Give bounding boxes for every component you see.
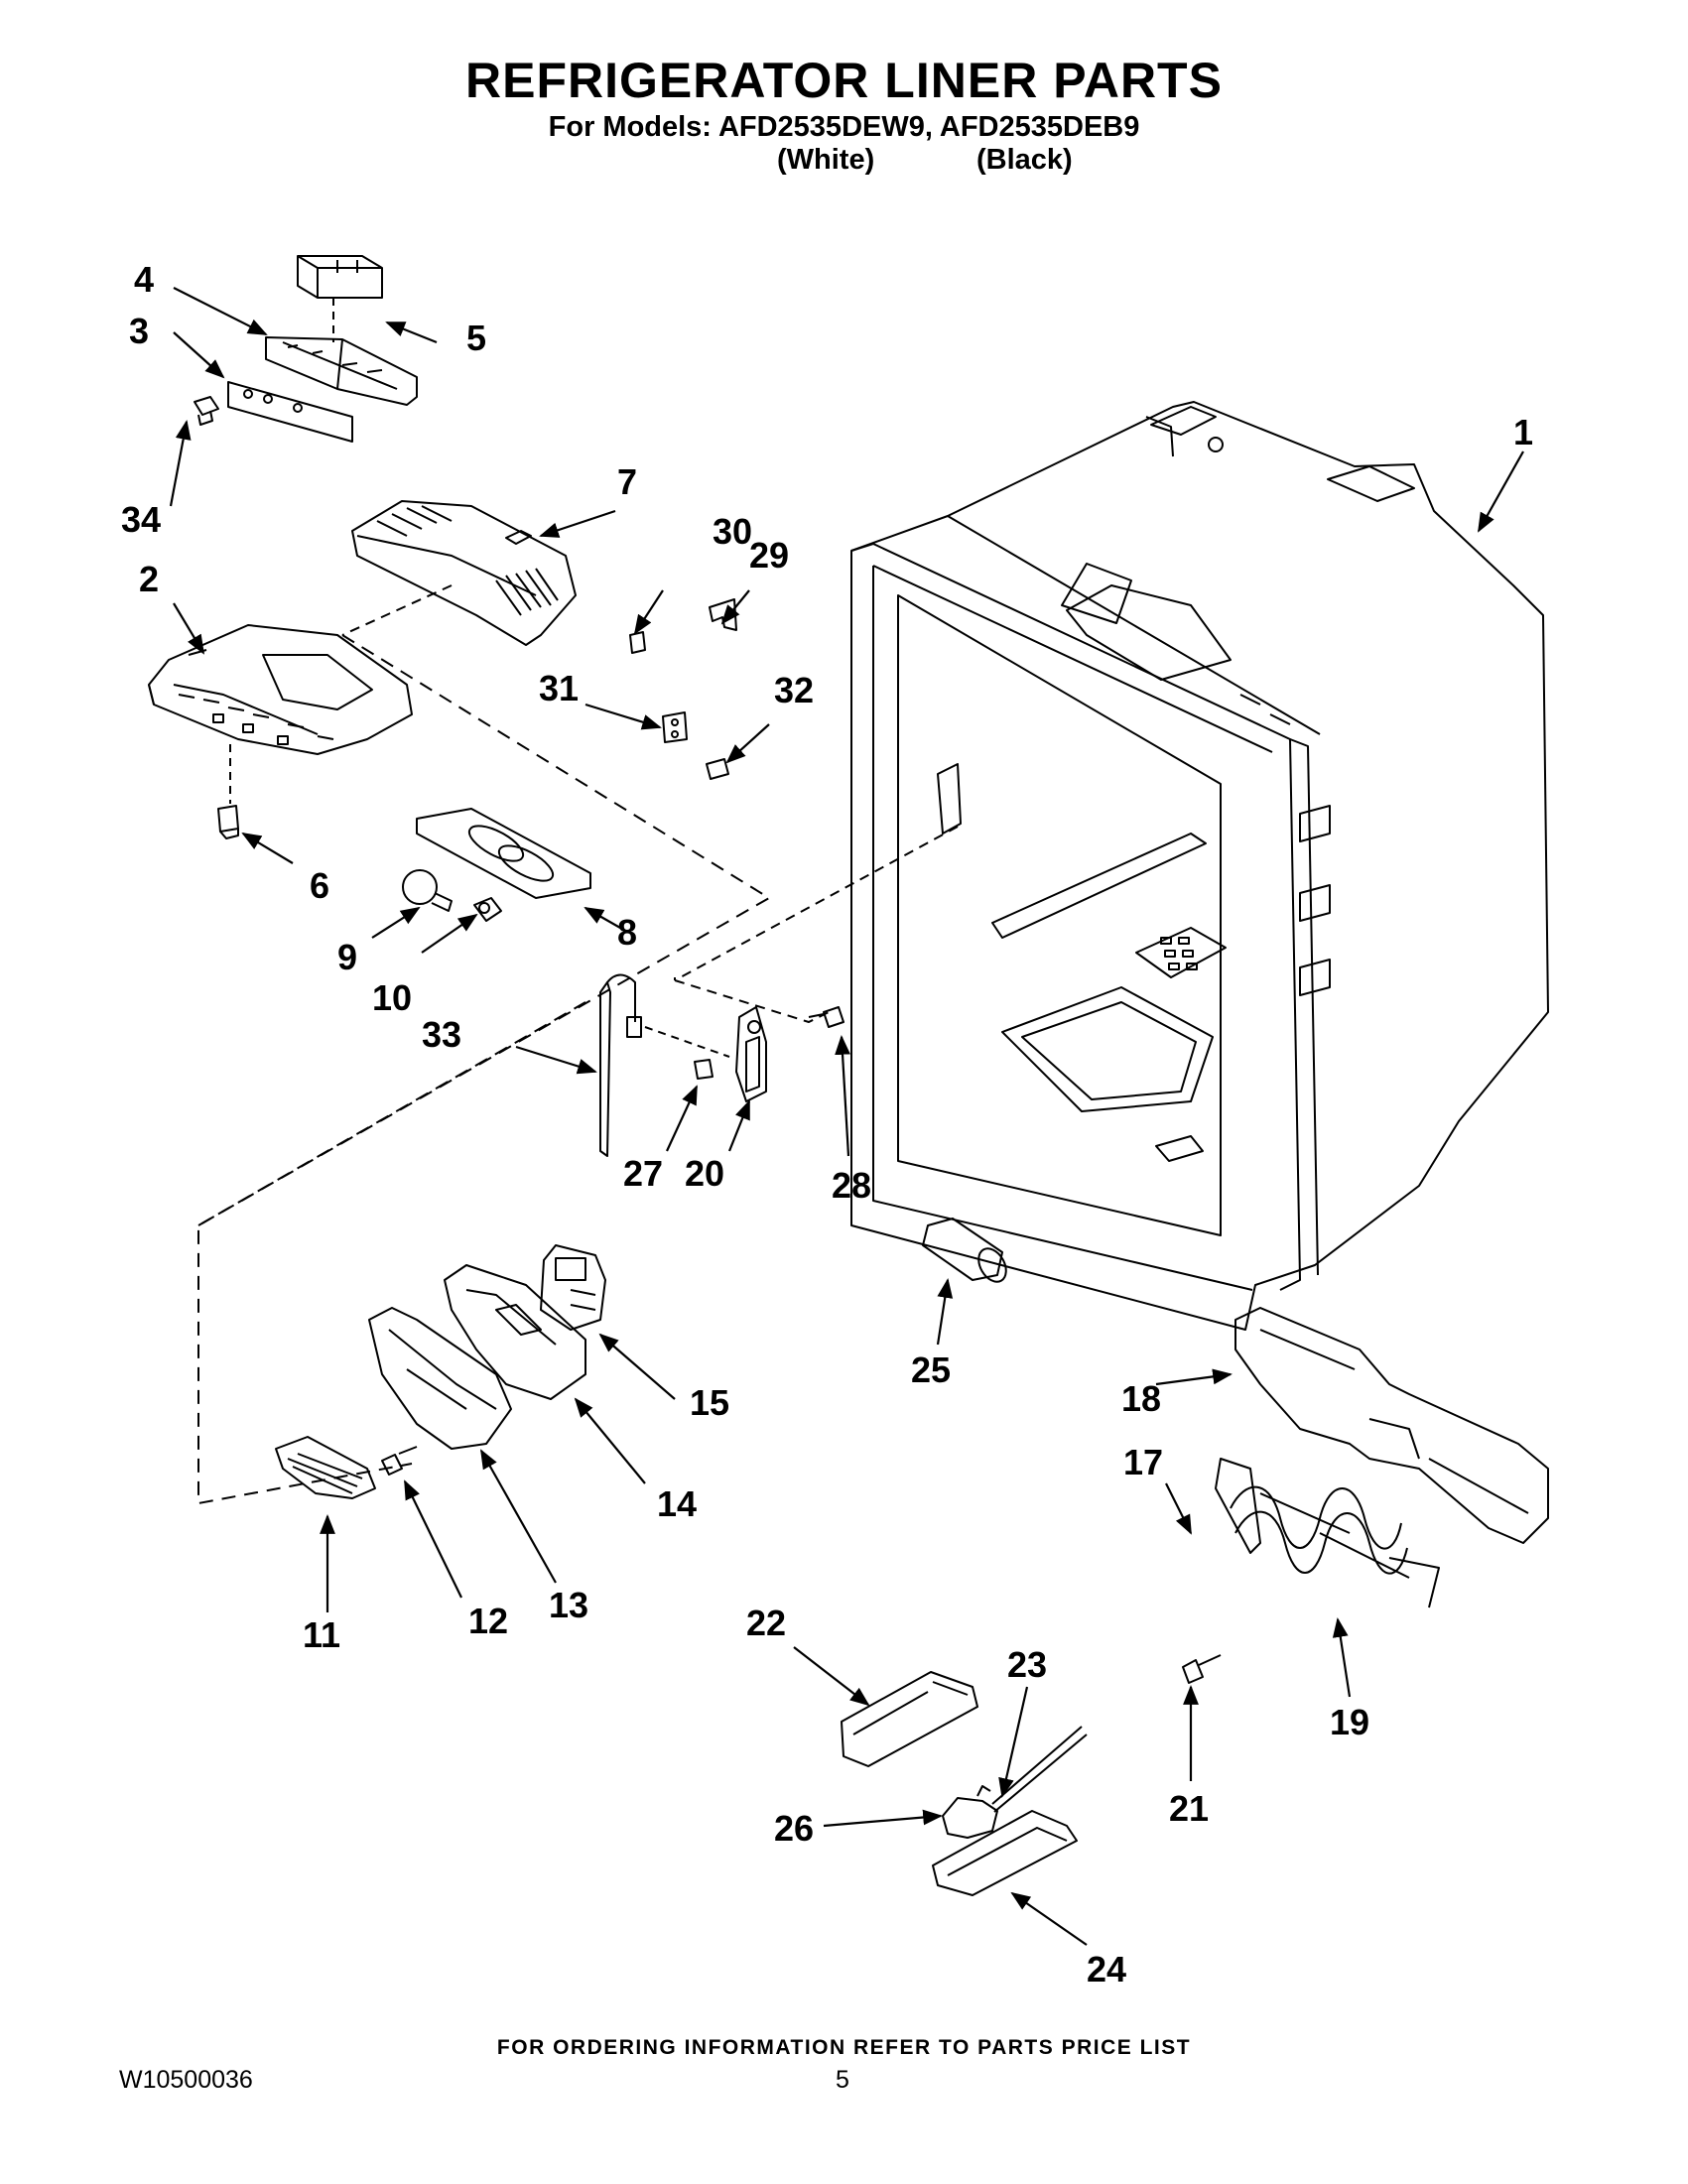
callout-15: 15: [690, 1382, 729, 1423]
clip-part-32: [706, 758, 729, 780]
callout-22: 22: [746, 1603, 786, 1643]
callout-11: 11: [303, 1614, 340, 1655]
callout-7: 7: [617, 461, 637, 502]
callout-14: 14: [657, 1483, 697, 1524]
callout-13: 13: [549, 1585, 588, 1625]
callout-28: 28: [832, 1165, 871, 1206]
air-tower-cover-part-7: [351, 500, 577, 646]
control-cover-part-5: [297, 255, 383, 299]
callout-34: 34: [121, 499, 161, 540]
callout-10: 10: [372, 977, 412, 1018]
callout-8: 8: [617, 912, 637, 953]
bracket-part-31: [662, 711, 688, 743]
bracket-part-22: [841, 1671, 978, 1767]
callout-24: 24: [1087, 1949, 1126, 1990]
light-housing-part-8: [416, 808, 591, 899]
clip-part-6: [217, 805, 239, 839]
cap-part-25: [922, 1218, 1007, 1283]
water-tube-part-33: [599, 973, 642, 1157]
callout-5: 5: [466, 318, 486, 358]
callout-3: 3: [129, 311, 149, 351]
heater-part-17: [1215, 1458, 1440, 1608]
callout-20: 20: [685, 1153, 724, 1194]
callout-30: 30: [713, 511, 752, 552]
callout-labels: 1 2 3 4 5 6 7 8 9 10 11 12 13 14 15 17 1…: [121, 259, 1533, 1990]
page-title: REFRIGERATOR LINER PARTS: [465, 53, 1223, 108]
leader-arrows: [169, 287, 1524, 1946]
screw-part-21: [1182, 1654, 1222, 1684]
screw-part-28: [808, 1006, 844, 1028]
color-black-label: (Black): [976, 144, 1073, 176]
clip-part-27: [694, 1059, 714, 1080]
clip-part-29: [709, 598, 737, 631]
callout-29: 29: [749, 535, 789, 576]
light-bulb-part-9: [402, 869, 453, 912]
control-housing-part-4: [265, 336, 418, 406]
clip-part-30: [629, 631, 646, 654]
screw-part-12: [381, 1446, 418, 1476]
callout-18: 18: [1121, 1378, 1161, 1419]
shroud-part-13: [368, 1307, 512, 1450]
duct-part-18: [1234, 1307, 1549, 1544]
socket-part-10: [473, 897, 502, 922]
document-number: W10500036: [119, 2066, 253, 2094]
callout-32: 32: [774, 670, 814, 710]
callout-6: 6: [310, 865, 329, 906]
color-white-label: (White): [777, 144, 875, 176]
control-overlay-part-3: [227, 381, 353, 443]
callout-1: 1: [1513, 412, 1533, 452]
callout-17: 17: [1123, 1442, 1163, 1482]
liner-part-1: [850, 401, 1549, 1331]
page-number: 5: [836, 2066, 849, 2094]
housing-part-14: [444, 1264, 586, 1400]
clip-part-34: [194, 396, 219, 426]
callout-4: 4: [134, 259, 154, 300]
callout-12: 12: [468, 1601, 508, 1641]
callout-27: 27: [623, 1153, 663, 1194]
grille-part-11: [275, 1436, 376, 1499]
callout-9: 9: [337, 937, 357, 977]
parts-artwork: [148, 255, 1549, 1896]
callout-26: 26: [774, 1808, 814, 1849]
models-line: For Models: AFD2535DEW9, AFD2535DEB9: [548, 111, 1140, 143]
valve-part-15: [540, 1244, 606, 1331]
cover-part-20: [735, 1006, 767, 1102]
callout-25: 25: [911, 1349, 951, 1390]
callout-31: 31: [539, 668, 579, 708]
cover-part-24: [932, 1810, 1078, 1896]
callout-23: 23: [1007, 1644, 1047, 1685]
callout-21: 21: [1169, 1788, 1209, 1829]
callout-33: 33: [422, 1014, 461, 1055]
vent-slots: [1160, 937, 1198, 970]
air-tower-housing-part-2: [148, 624, 413, 755]
ordering-note: FOR ORDERING INFORMATION REFER TO PARTS …: [496, 2036, 1192, 2059]
callout-19: 19: [1330, 1702, 1369, 1742]
callout-2: 2: [139, 559, 159, 599]
